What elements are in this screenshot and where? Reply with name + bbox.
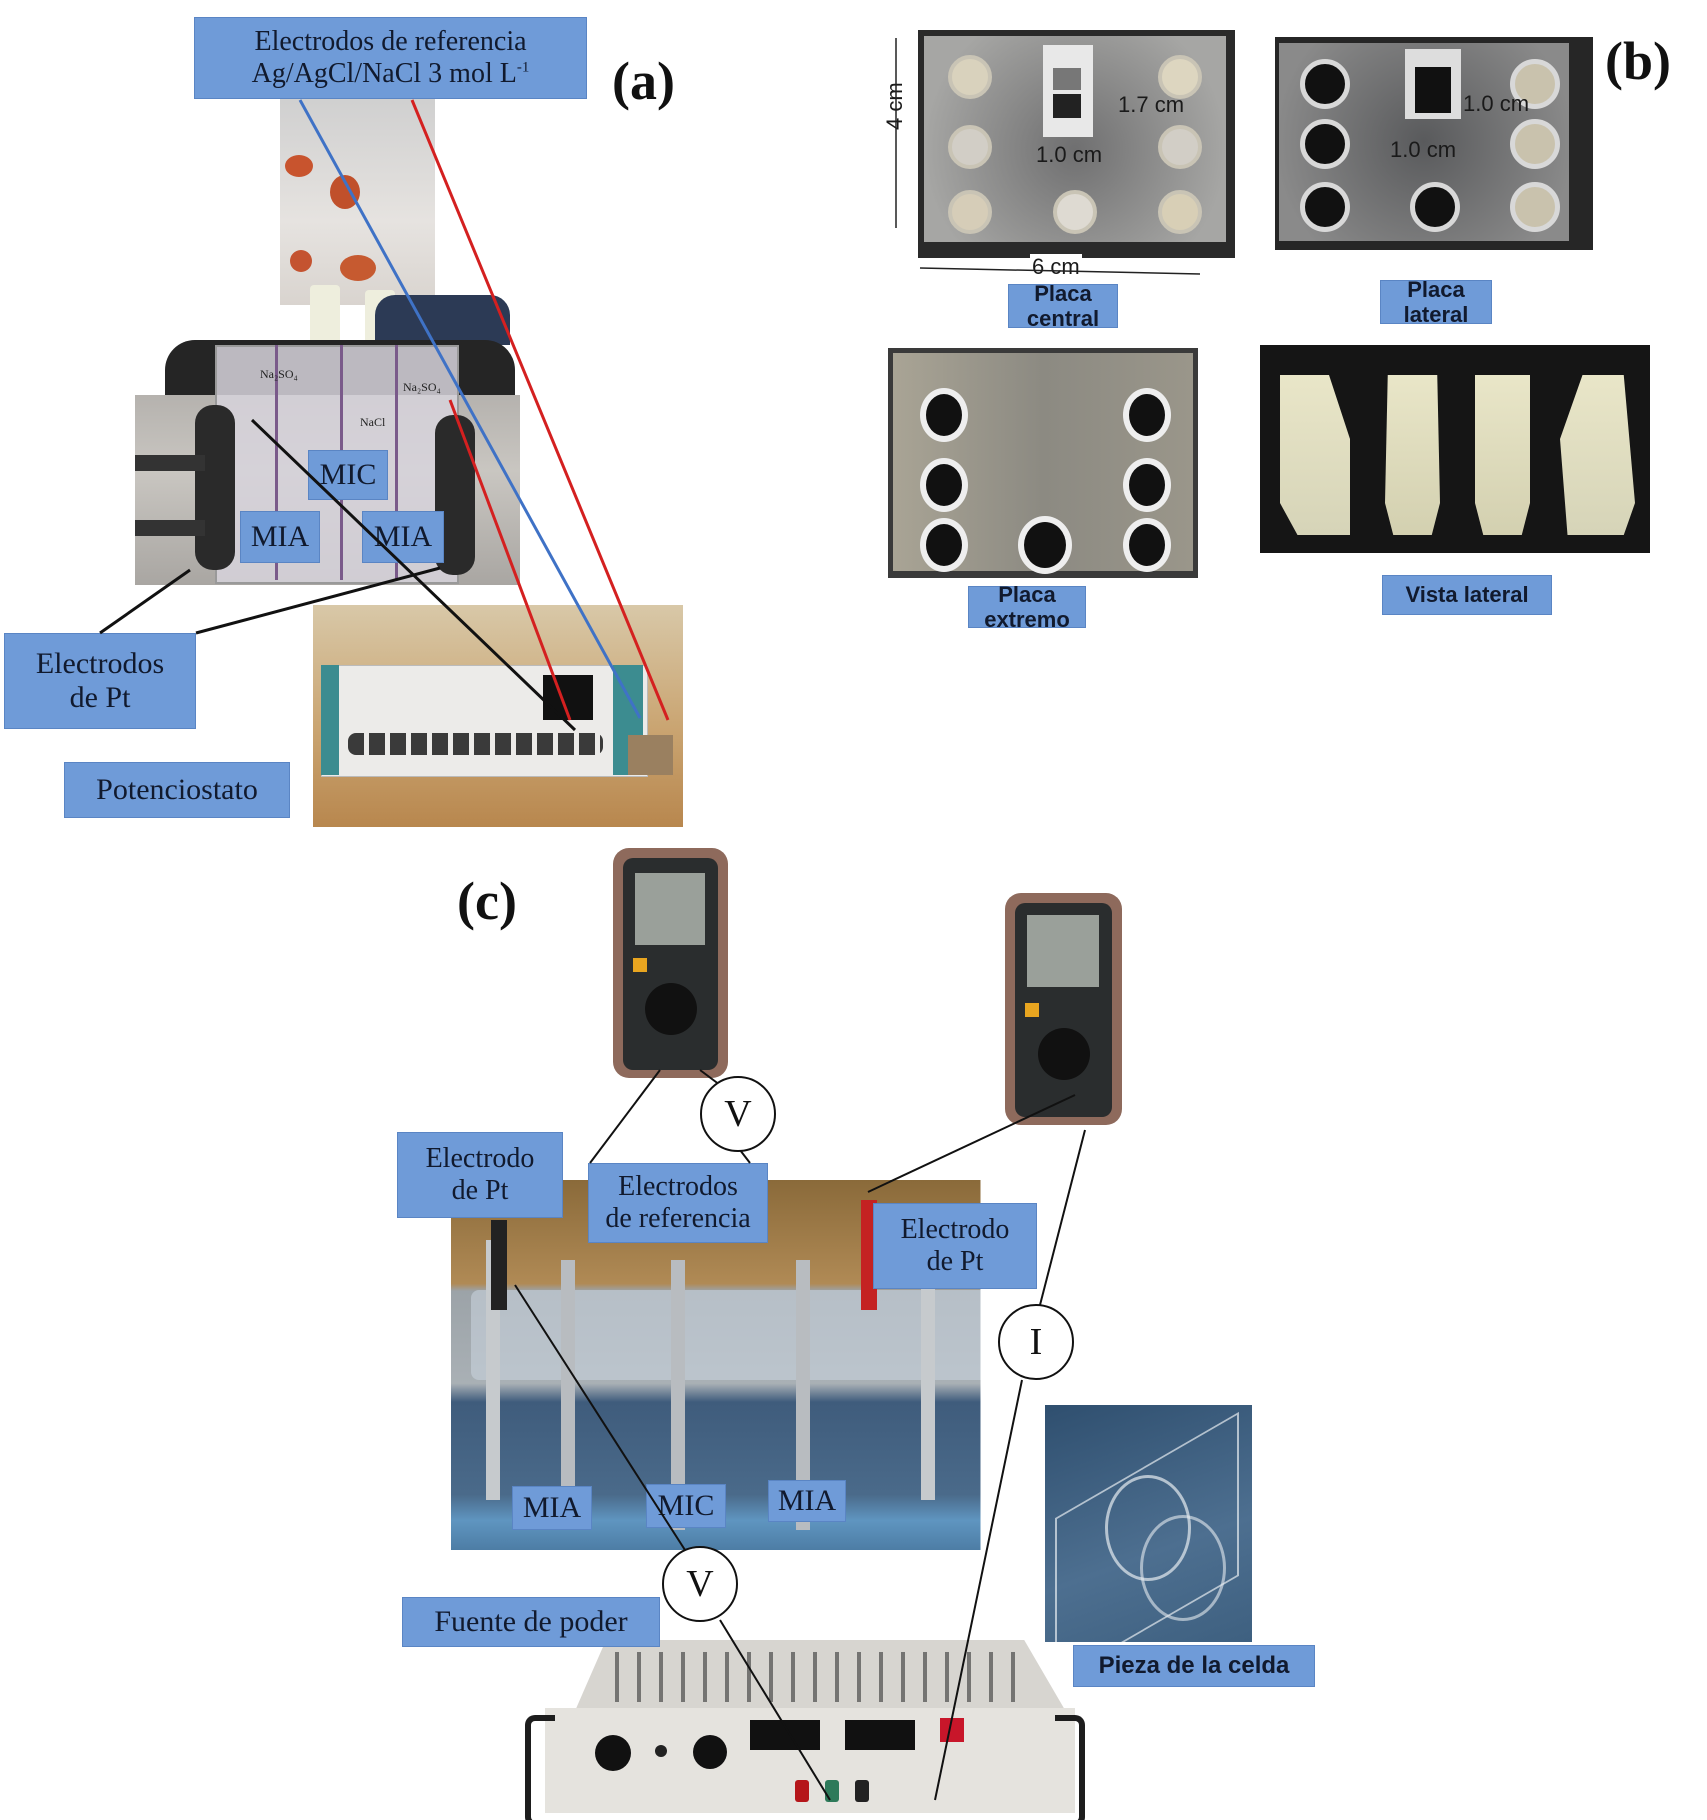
potentiostat-photo (313, 605, 683, 827)
potentiostat-label: Potenciostato (64, 762, 290, 818)
ref-electrode-label-line1: Electrodos de referencia (254, 25, 527, 57)
lateral-window-height: 1.0 cm (1463, 91, 1530, 116)
central-plate-label: Placa central (1008, 281, 1118, 331)
voltmeter-symbol-bottom: V (662, 1546, 738, 1622)
cell-piece-photo (1045, 1405, 1252, 1642)
ref-electrode-label-line2: Ag/AgCl/NaCl 3 mol L-1 (252, 58, 530, 90)
central-height-dim: 4 cm (882, 82, 907, 130)
pt-electrode-left-line1: Electrodo (425, 1142, 535, 1174)
cell-mark-na2so4-left: Na₂SO₄ (260, 367, 298, 381)
mia-right-label-a: MIA (362, 511, 444, 563)
power-supply-label: Fuente de poder (402, 1597, 660, 1647)
ref-electrode-exponent: -1 (516, 59, 530, 76)
cell-piece-label: Pieza de la celda (1073, 1645, 1315, 1687)
central-width-dim: 6 cm (1030, 254, 1082, 280)
multimeter-right (1005, 893, 1122, 1125)
ref-electrodes-line1: Electrodos (618, 1170, 738, 1202)
mia-right-label-c: MIA (768, 1480, 846, 1522)
c-line-meter-left-to-ref (589, 1069, 661, 1164)
mic-label-a: MIC (308, 450, 388, 500)
lateral-window-width: 1.0 cm (1390, 137, 1457, 162)
ammeter-symbol: I (998, 1304, 1074, 1380)
central-window-height: 1.7 cm (1118, 92, 1185, 117)
pt-electrodes-line2: de Pt (69, 681, 131, 714)
pt-electrodes-label-a: Electrodos de Pt (4, 633, 196, 729)
side-view-label: Vista lateral (1382, 575, 1552, 615)
multimeter-left (613, 848, 728, 1078)
c-line-meter-right-to-i (1039, 1129, 1086, 1306)
voltmeter-symbol-top: V (700, 1076, 776, 1152)
lateral-plate-label: Placa lateral (1380, 277, 1492, 327)
cell-mark-nacl: NaCl (360, 415, 386, 429)
power-supply-photo (525, 1640, 1090, 1820)
mic-label-c: MIC (646, 1484, 726, 1528)
lateral-plate-photo: 1.0 cm 1.0 cm (1275, 37, 1593, 250)
end-plate-label: Placa extremo (968, 582, 1086, 632)
ref-electrodes-line2: de referencia (605, 1203, 751, 1234)
ref-electrode-formula: Ag/AgCl/NaCl 3 mol L (251, 58, 517, 89)
mia-left-label-c: MIA (512, 1486, 592, 1530)
pt-electrode-right-line2: de Pt (926, 1246, 984, 1277)
central-plate-photo: 1.7 cm 1.0 cm (918, 30, 1235, 258)
pt-electrode-left-label-c: Electrodo de Pt (397, 1132, 563, 1218)
side-view-photo (1260, 345, 1650, 553)
cell-photo-a: Na₂SO₄ NaCl Na₂SO₄ (135, 95, 520, 585)
c-line-v-to-ref (739, 1149, 751, 1164)
pt-electrodes-line1: Electrodos (35, 646, 165, 680)
pt-electrode-right-line1: Electrodo (900, 1213, 1010, 1245)
pt-electrode-left-line2: de Pt (451, 1175, 509, 1206)
central-window-width: 1.0 cm (1036, 142, 1103, 167)
cell-mark-na2so4-right: Na₂SO₄ (403, 380, 441, 394)
panel-letter-a: (a) (612, 51, 675, 111)
ref-electrodes-label-c: Electrodos de referencia (588, 1163, 768, 1243)
ref-electrode-label-a: Electrodos de referencia Ag/AgCl/NaCl 3 … (194, 17, 587, 99)
panel-letter-c: (c) (457, 871, 517, 931)
pt-electrode-right-label-c: Electrodo de Pt (873, 1203, 1037, 1289)
panel-letter-b: (b) (1605, 31, 1671, 91)
mia-left-label-a: MIA (240, 511, 320, 563)
end-plate-photo (888, 348, 1198, 578)
